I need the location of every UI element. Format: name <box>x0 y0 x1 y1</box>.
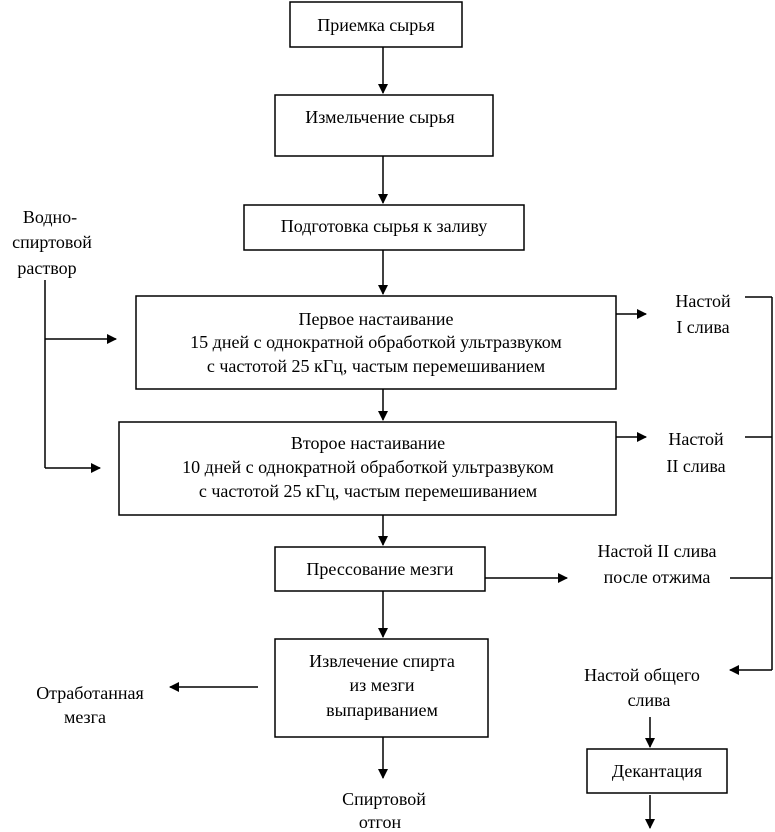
spent-pulp-line2: мезга <box>64 707 106 727</box>
solvent-line3: раствор <box>17 258 76 278</box>
extract2-line1: Настой <box>668 429 724 449</box>
first-infusion-conditions: с частотой 25 кГц, частым перемешиванием <box>207 356 545 376</box>
step-grinding-label: Измельчение сырья <box>305 107 454 127</box>
step-pressing-label: Прессование мезги <box>306 559 454 579</box>
first-infusion-duration: 15 дней с однократной обработкой ультраз… <box>190 332 562 352</box>
step-preparation: Подготовка сырья к заливу <box>243 204 525 251</box>
combined-line2: слива <box>628 690 671 710</box>
step-first-infusion: Первое настаивание 15 дней с однократной… <box>135 295 617 390</box>
step-grinding: Измельчение сырья <box>274 94 494 157</box>
extract1-line2: I слива <box>676 317 729 337</box>
first-infusion-title: Первое настаивание <box>299 309 454 329</box>
extract2-line2: II слива <box>666 456 725 476</box>
extract1-line1: Настой <box>675 291 731 311</box>
step-second-infusion: Второе настаивание 10 дней с однократной… <box>118 421 617 516</box>
step-receiving-label: Приемка сырья <box>317 15 435 35</box>
second-infusion-conditions: с частотой 25 кГц, частым перемешиванием <box>199 481 537 501</box>
step-pressing: Прессование мезги <box>274 546 486 592</box>
step-decantation: Декантация <box>586 748 728 794</box>
extract2-pressed-line1: Настой II слива <box>597 541 716 561</box>
solvent-line1: Водно- <box>23 207 77 227</box>
extraction-line2: из мезги <box>350 675 415 695</box>
extraction-line1: Извлечение спирта <box>309 651 455 671</box>
distillate-line2: отгон <box>359 812 402 832</box>
step-decantation-label: Декантация <box>612 761 702 781</box>
second-infusion-duration: 10 дней с однократной обработкой ультраз… <box>182 457 554 477</box>
extraction-line3: выпариванием <box>326 700 438 720</box>
extract2-pressed-line2: после отжима <box>604 567 711 587</box>
second-infusion-title: Второе настаивание <box>291 433 445 453</box>
step-preparation-label: Подготовка сырья к заливу <box>281 216 488 236</box>
solvent-line2: спиртовой <box>12 232 92 252</box>
combined-line1: Настой общего <box>584 665 700 685</box>
step-receiving: Приемка сырья <box>289 1 463 48</box>
step-extraction: Извлечение спирта из мезги выпариванием <box>274 638 489 738</box>
distillate-line1: Спиртовой <box>342 789 426 809</box>
spent-pulp-line1: Отработанная <box>36 683 144 703</box>
